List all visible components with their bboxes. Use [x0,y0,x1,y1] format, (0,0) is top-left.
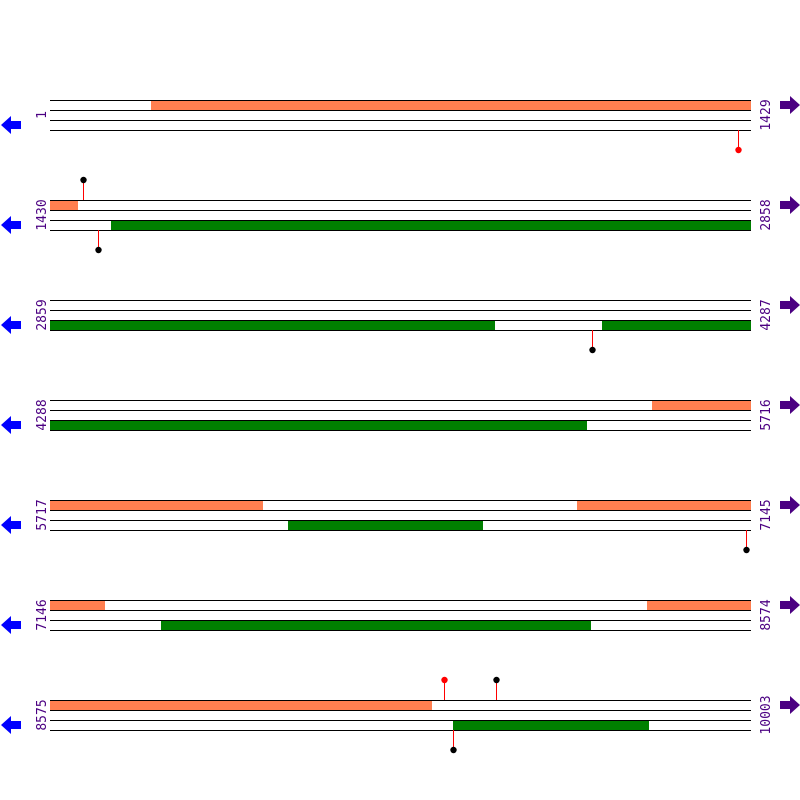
reverse-direction-arrow-icon [1,116,21,134]
end-position-label: 4287 [759,299,774,330]
end-position-label: 1429 [759,99,774,130]
forward-feature[interactable] [577,500,751,510]
forward-feature[interactable] [151,100,751,110]
reverse-direction-arrow-icon [1,516,21,534]
reverse-feature[interactable] [50,420,587,430]
reverse-feature[interactable] [50,320,495,330]
reverse-feature[interactable] [602,320,751,330]
forward-feature[interactable] [50,500,263,510]
sequence-row: 5717 7145 [1,496,800,554]
forward-direction-arrow-icon [780,496,800,514]
start-position-label: 8575 [35,699,50,730]
start-position-label: 7146 [35,599,50,630]
site-marker[interactable] [735,130,742,154]
start-position-label: 4288 [35,399,50,430]
site-marker[interactable] [441,676,448,700]
site-marker[interactable] [80,176,87,200]
forward-direction-arrow-icon [780,596,800,614]
reverse-feature[interactable] [453,720,649,730]
forward-direction-arrow-icon [780,696,800,714]
forward-direction-arrow-icon [780,196,800,214]
sequence-row: 8575 10003 [1,676,800,754]
reverse-feature[interactable] [288,520,483,530]
sequence-row: 2859 4287 [1,296,800,354]
start-position-label: 2859 [35,299,50,330]
end-position-label: 5716 [759,399,774,430]
reverse-direction-arrow-icon [1,616,21,634]
forward-feature[interactable] [50,700,432,710]
reverse-feature[interactable] [161,620,591,630]
reverse-direction-arrow-icon [1,316,21,334]
site-marker[interactable] [95,230,102,254]
end-position-label: 7145 [759,499,774,530]
forward-feature[interactable] [50,600,105,610]
start-position-label: 5717 [35,499,50,530]
forward-direction-arrow-icon [780,396,800,414]
sequence-row: 1 1429 [1,96,800,154]
reverse-direction-arrow-icon [1,416,21,434]
forward-direction-arrow-icon [780,96,800,114]
start-position-label: 1 [35,111,50,119]
sequence-row: 4288 5716 [1,396,800,434]
end-position-label: 8574 [759,599,774,630]
start-position-label: 1430 [35,199,50,230]
reverse-direction-arrow-icon [1,216,21,234]
site-marker[interactable] [743,530,750,554]
site-marker[interactable] [493,676,500,700]
forward-feature[interactable] [652,400,751,410]
end-position-label: 10003 [759,695,774,734]
reverse-feature[interactable] [111,220,751,230]
forward-feature[interactable] [647,600,751,610]
site-marker[interactable] [589,330,596,354]
forward-feature[interactable] [50,200,78,210]
sequence-row: 1430 2858 [1,176,800,254]
sequence-row: 7146 8574 [1,596,800,634]
forward-direction-arrow-icon [780,296,800,314]
reverse-direction-arrow-icon [1,716,21,734]
site-marker[interactable] [450,730,457,754]
end-position-label: 2858 [759,199,774,230]
